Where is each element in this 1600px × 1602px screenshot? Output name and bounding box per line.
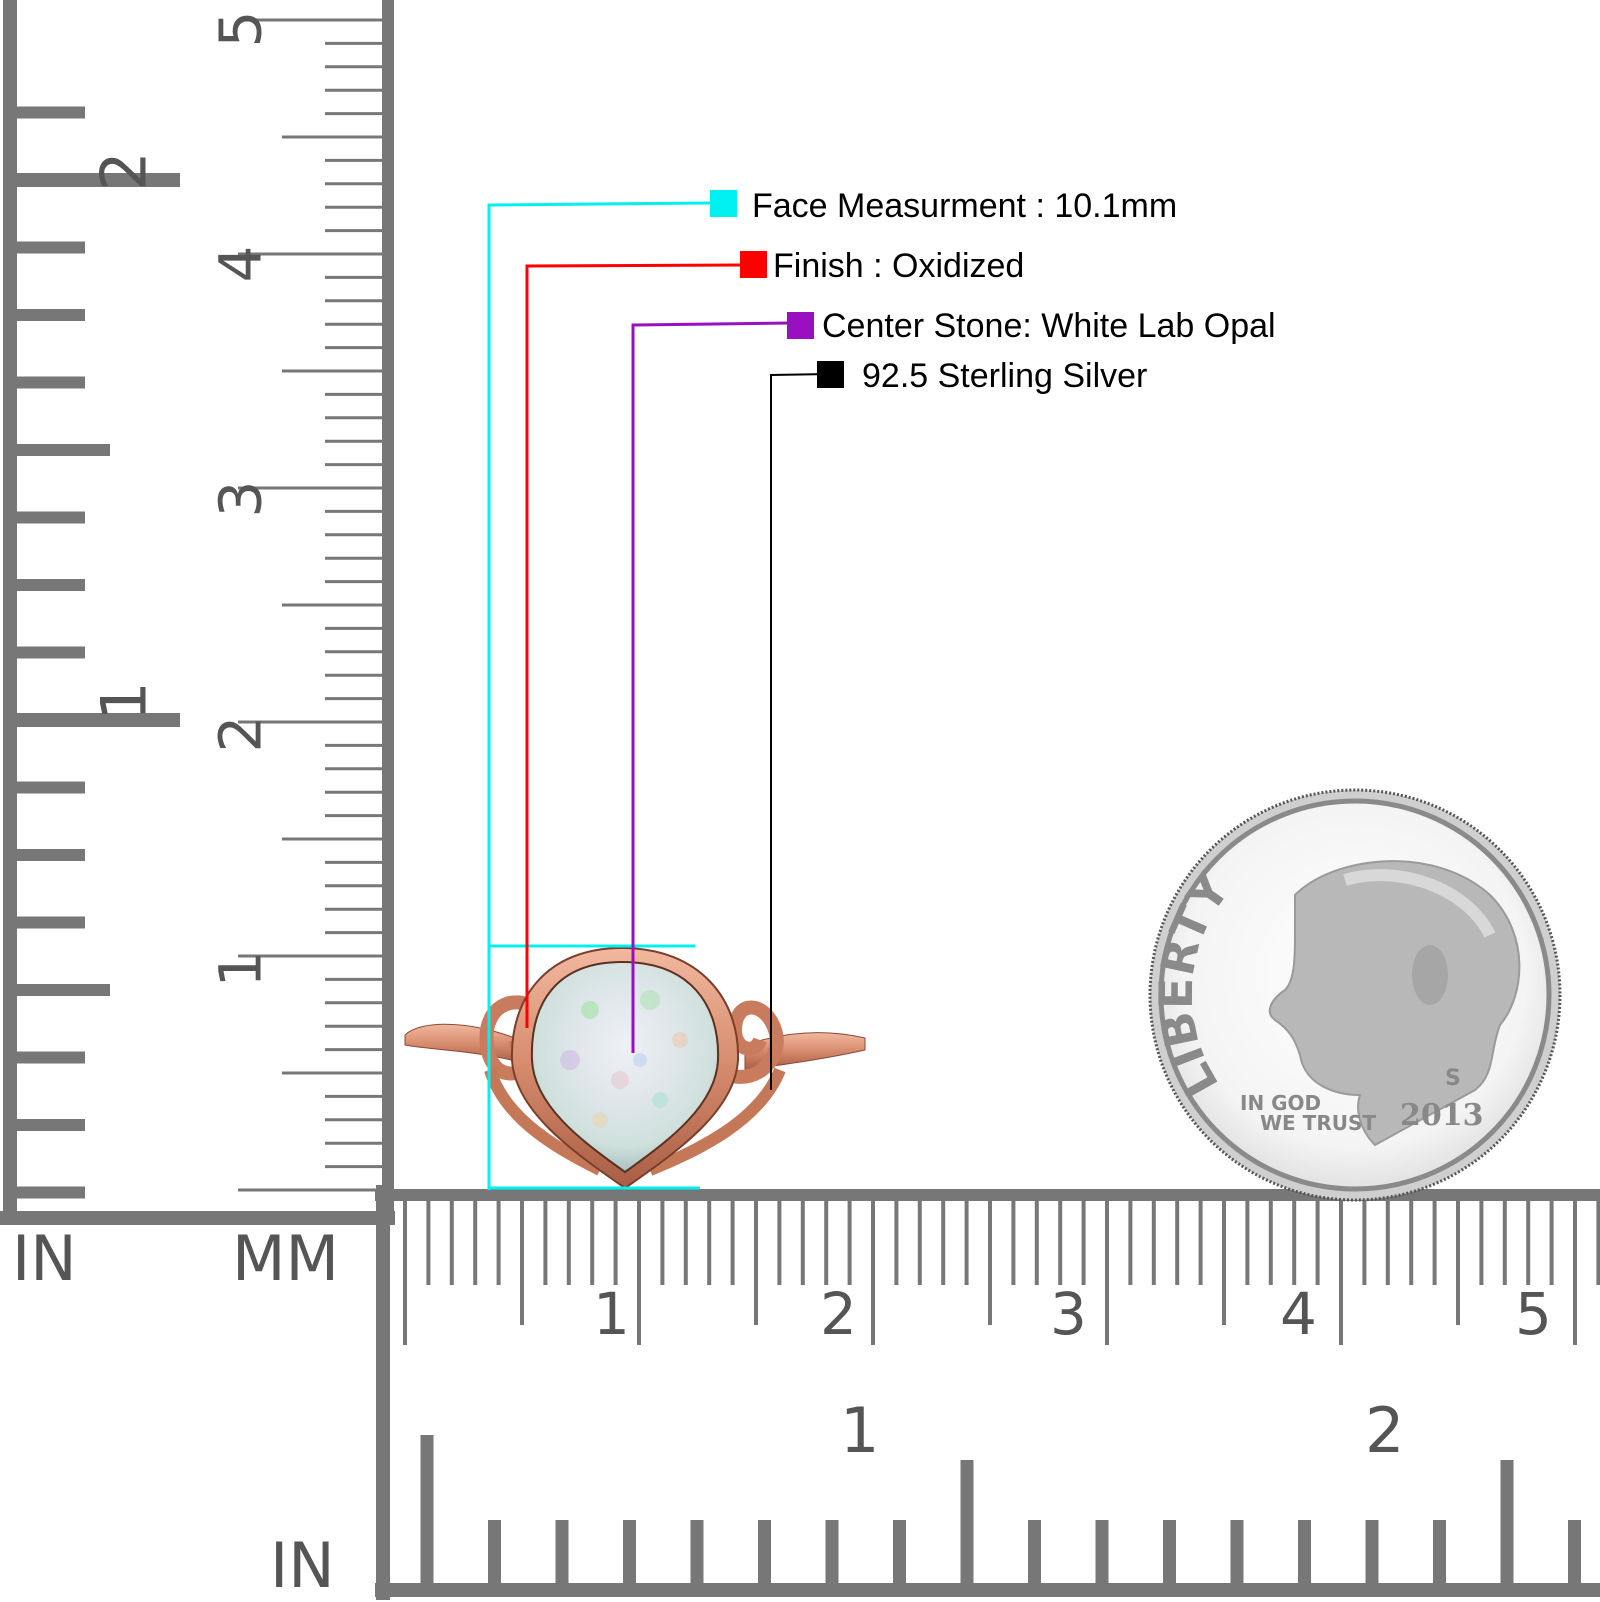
ruler-cm-number: 3: [206, 480, 275, 518]
mm-label: MM: [232, 1222, 339, 1295]
ruler-inch-number: 2: [1365, 1394, 1405, 1467]
ring-band-left: [404, 1023, 531, 1066]
portrait: [1268, 860, 1521, 1147]
ring-bezel: [510, 946, 740, 1190]
opal-stone: [530, 960, 720, 1174]
ruler-cm-number: 1: [593, 1280, 630, 1348]
bottom-ruler-ticks: [375, 1185, 1600, 1600]
ruler-cm-number: 3: [1050, 1280, 1087, 1348]
coin-mint-mark: S: [1445, 1066, 1461, 1091]
left-ruler-ticks: [0, 0, 395, 1225]
metal-marker: [817, 361, 844, 388]
center-stone-label: Center Stone: White Lab Opal: [822, 307, 1276, 345]
ruler-cm-number: 4: [206, 245, 275, 283]
coin-motto-2: WE TRUST: [1260, 1111, 1376, 1135]
finish-leader-line: [525, 263, 743, 1028]
coin-motto-1: IN GOD: [1240, 1091, 1321, 1115]
stone-marker: [787, 312, 814, 339]
ruler-inch-number: 1: [840, 1394, 880, 1467]
ruler-cm-number: 5: [1515, 1280, 1552, 1348]
face-leader-line: [487, 201, 711, 1190]
stone-leader-line: [631, 321, 791, 1053]
face-marker: [710, 190, 737, 217]
in-label-left: IN: [12, 1222, 77, 1295]
finish-marker: [740, 251, 767, 278]
bottom-ruler: 1 2 3 4 5 1 2: [375, 1185, 1600, 1600]
left-ruler: 1 2 1 2 3 4 5: [0, 0, 395, 1225]
ruler-cm-number: 2: [206, 715, 275, 753]
ruler-inch-number: 1: [87, 681, 161, 721]
ruler-cm-number: 4: [1280, 1280, 1317, 1348]
in-label-bottom: IN: [270, 1529, 335, 1602]
ring-band-right: [744, 1032, 866, 1071]
coin-year: 2013: [1400, 1098, 1484, 1133]
ruler-cm-number: 1: [206, 950, 275, 988]
dime-coin: LIBERTY IN GOD WE TRUST 2013 S: [1145, 785, 1565, 1205]
ruler-cm-number: 5: [206, 10, 275, 48]
finish-label: Finish : Oxidized: [773, 247, 1025, 285]
metal-leader-line: [770, 373, 831, 1090]
face-measurement-label: Face Measurment : 10.1mm: [752, 187, 1178, 225]
ruler-cm-number: 2: [820, 1280, 857, 1348]
metal-label: 92.5 Sterling Silver: [862, 357, 1148, 395]
ruler-inch-number: 2: [87, 151, 161, 191]
